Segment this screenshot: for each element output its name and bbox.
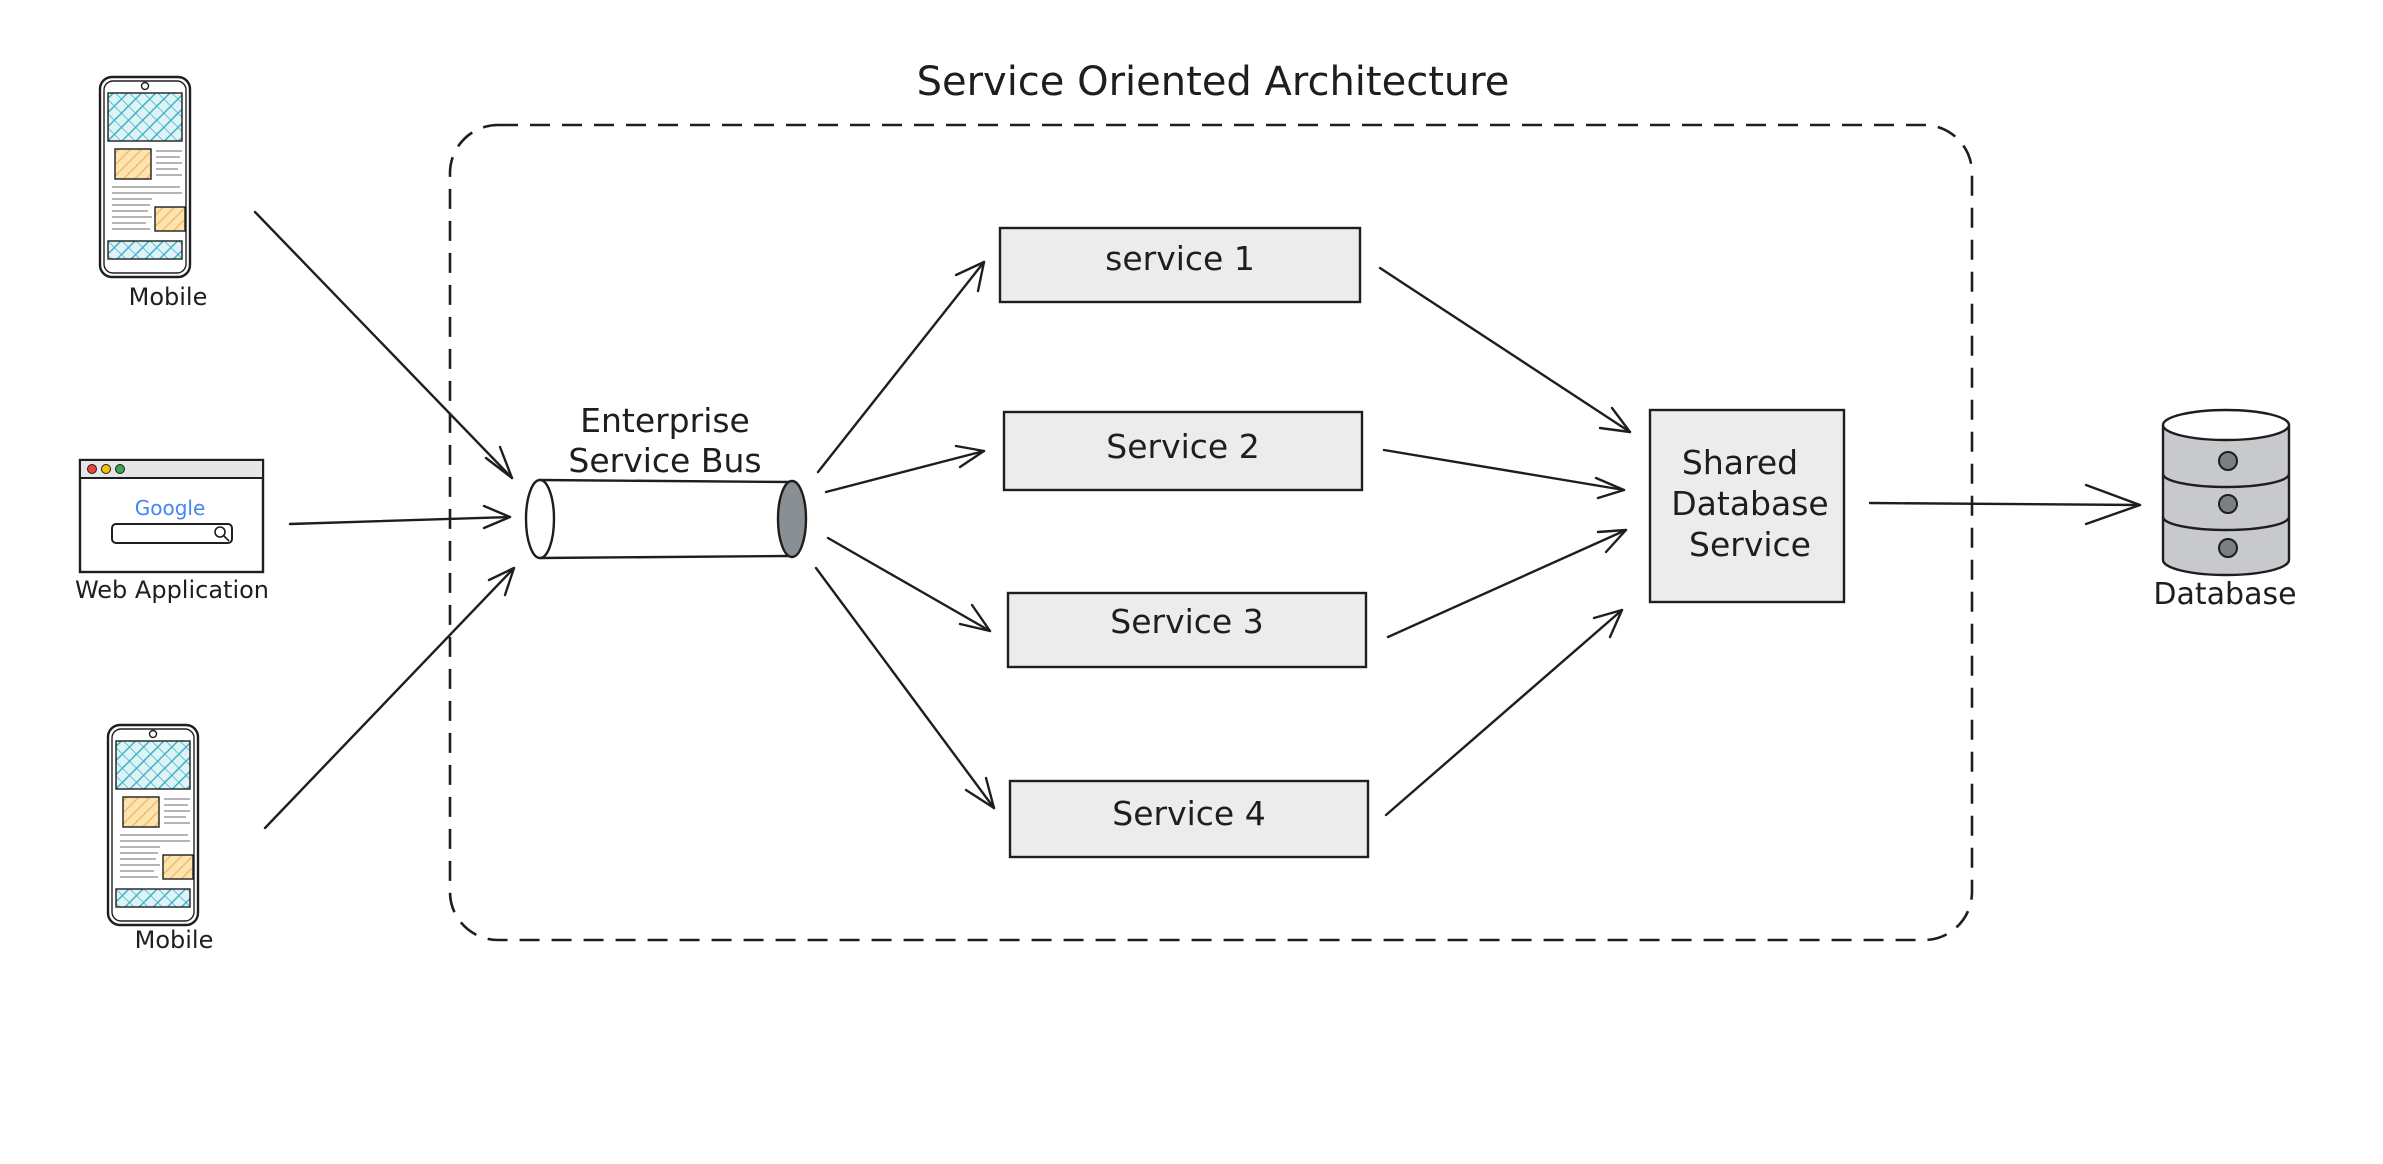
arrow-mobile-to-esb: [253, 210, 514, 480]
mobile-phone-icon: [98, 75, 192, 279]
service-4-label: Service 4: [1112, 794, 1265, 833]
arrowhead: [482, 504, 512, 530]
shared-db-label-line3: Service: [1689, 525, 1811, 564]
service-4-box: [1008, 779, 1370, 859]
mobile-phone-icon: [106, 723, 200, 927]
arrowhead: [2084, 483, 2142, 526]
search-brand-logo: Google: [135, 496, 206, 520]
esb-label-line1: Enterprise: [580, 401, 750, 440]
esb-label-line2: Service Bus: [568, 441, 761, 480]
enterprise-service-bus: [524, 478, 808, 560]
soa-boundary: [448, 123, 1974, 942]
diagram-title: Service Oriented Architecture: [917, 59, 1510, 105]
pipe-cylinder-icon: [776, 479, 808, 559]
service-4: Service 4: [1008, 779, 1370, 859]
mobile-top: Mobile: [98, 75, 208, 311]
database-label: Database: [2153, 577, 2296, 612]
shared-database-service: Shared Database Service: [1648, 408, 1846, 604]
service-3: Service 3: [1006, 591, 1368, 669]
service-3-label: Service 3: [1110, 602, 1263, 641]
shared-db-label-line1: Shared: [1682, 443, 1798, 482]
arrowhead: [487, 566, 516, 597]
web-application-label: Web Application: [75, 576, 269, 604]
mobile-bottom-label: Mobile: [135, 926, 214, 954]
shared-db-label-line2: Database: [1671, 484, 1828, 523]
service-3-box: [1006, 591, 1368, 669]
arrow-mobile2-to-esb: [263, 566, 516, 830]
arrow-shared-db-to-database: [1868, 501, 2142, 507]
arrow-web-to-esb: [288, 515, 512, 526]
service-1-label: service 1: [1105, 239, 1255, 278]
client-arrows: [253, 210, 516, 830]
service-1: service 1: [998, 226, 1362, 304]
service-2-box: [1002, 410, 1364, 492]
esb-to-services-arrows: [814, 260, 996, 810]
web-application: Google Web Application: [75, 458, 269, 604]
mobile-bottom: Mobile: [106, 723, 214, 954]
shared-database-service-box: [1648, 408, 1846, 604]
service-1-box: [998, 226, 1362, 304]
database-cylinder-icon: [2161, 408, 2291, 577]
mobile-top-label: Mobile: [129, 283, 208, 311]
arrowhead: [484, 445, 514, 480]
browser-window-icon: [78, 458, 265, 574]
services-to-shared-db-arrows: [1378, 266, 1632, 817]
service-2-label: Service 2: [1106, 427, 1259, 466]
service-2: Service 2: [1002, 410, 1364, 492]
